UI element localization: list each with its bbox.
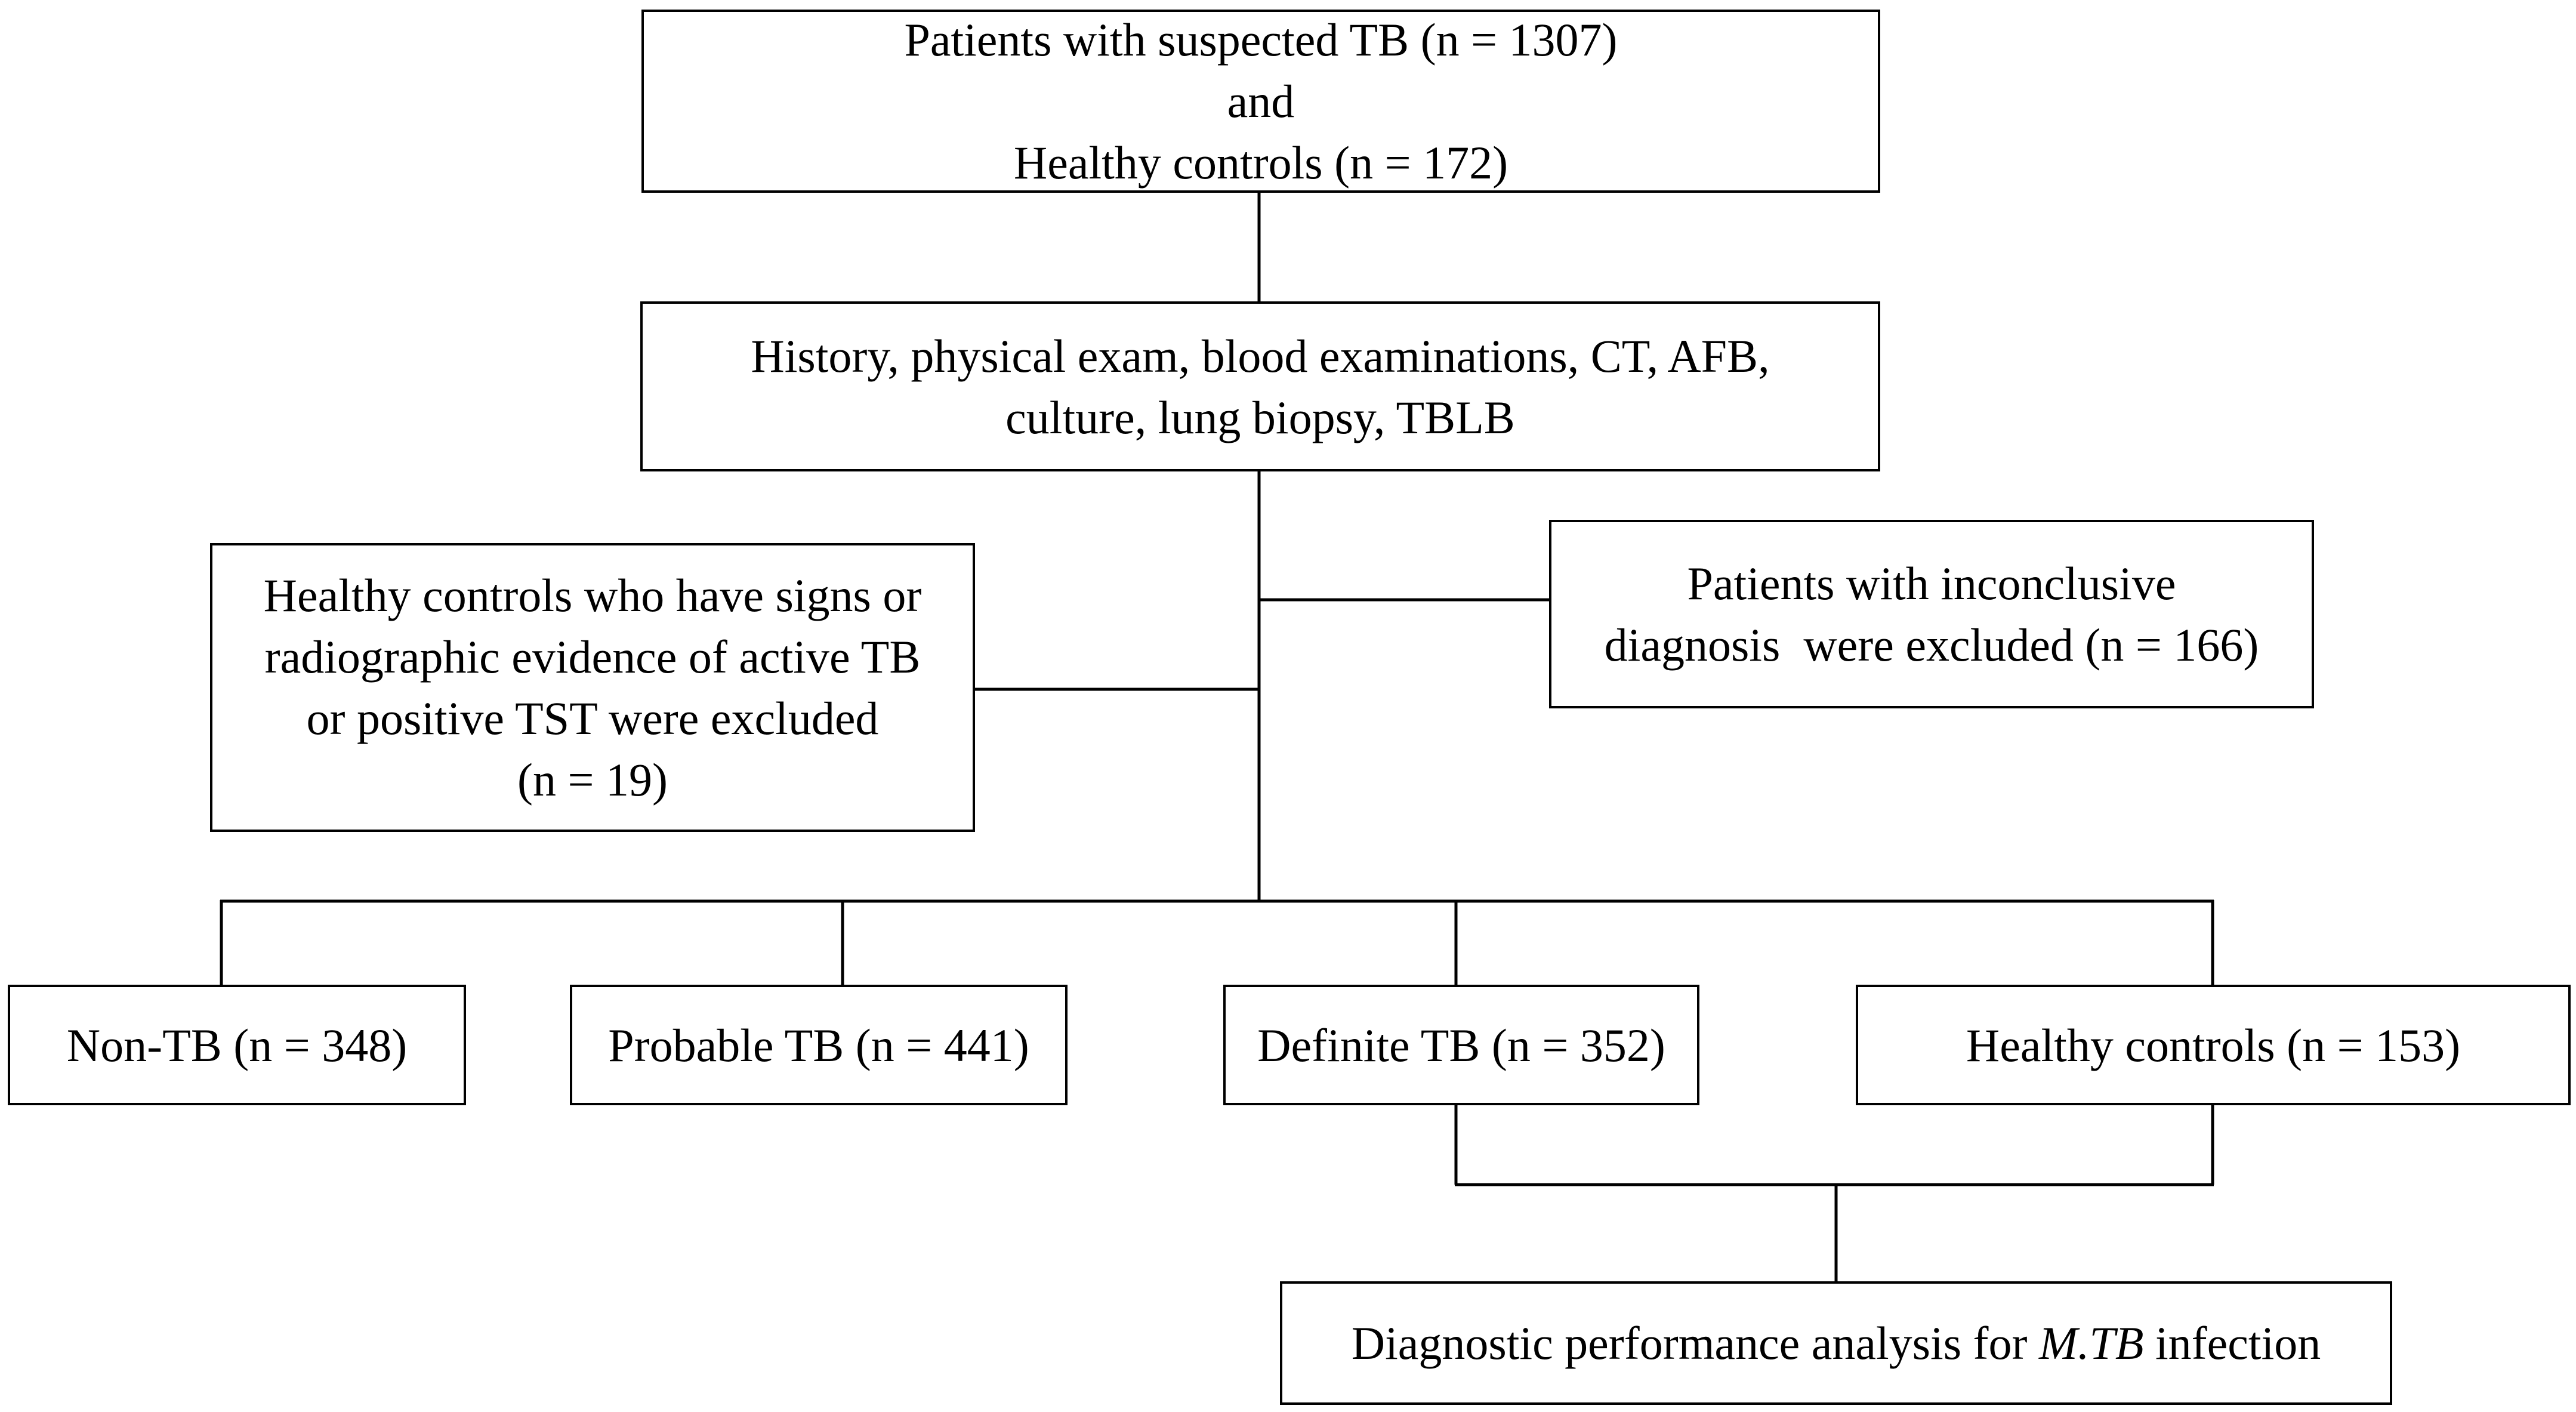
excluded-controls-line-4: (n = 19) [517,754,668,806]
excluded-controls-line-2: radiographic evidence of active TB [264,631,921,683]
enrollment-box: Patients with suspected TB (n = 1307) an… [641,10,1880,193]
analysis-box: Diagnostic performance analysis for M.TB… [1280,1281,2392,1405]
enrollment-line-1: Patients with suspected TB (n = 1307) [904,14,1618,66]
excluded-patients-line-1: Patients with inconclusive [1687,557,2176,609]
enrollment-line-3: Healthy controls (n = 172) [1013,137,1508,189]
probable-tb-label: Probable TB (n = 441) [608,1019,1029,1071]
analysis-label: Diagnostic performance analysis for M.TB… [1352,1312,2321,1374]
workup-line-2: culture, lung biopsy, TBLB [1005,391,1515,443]
excluded-controls-line-1: Healthy controls who have signs or [263,569,922,621]
analysis-label-emphasis: M.TB [2039,1317,2144,1369]
definite-tb-box: Definite TB (n = 352) [1223,985,1699,1105]
analysis-label-suffix: infection [2143,1317,2321,1369]
healthy-controls-label: Healthy controls (n = 153) [1966,1019,2461,1071]
definite-tb-label: Definite TB (n = 352) [1257,1019,1665,1071]
non-tb-label: Non-TB (n = 348) [66,1019,408,1071]
excluded-controls-line-3: or positive TST were excluded [306,692,879,744]
workup-line-1: History, physical exam, blood examinatio… [751,329,1770,382]
analysis-label-prefix: Diagnostic performance analysis for [1351,1317,2040,1369]
probable-tb-box: Probable TB (n = 441) [570,985,1068,1105]
enrollment-line-2: and [1227,75,1295,127]
non-tb-box: Non-TB (n = 348) [8,985,466,1105]
excluded-patients-line-2: diagnosis were excluded (n = 166) [1604,619,2259,671]
workup-box: History, physical exam, blood examinatio… [640,301,1880,471]
healthy-controls-box: Healthy controls (n = 153) [1856,985,2571,1105]
excluded-controls-box: Healthy controls who have signs or radio… [210,543,975,832]
excluded-patients-box: Patients with inconclusive diagnosis wer… [1549,520,2314,708]
